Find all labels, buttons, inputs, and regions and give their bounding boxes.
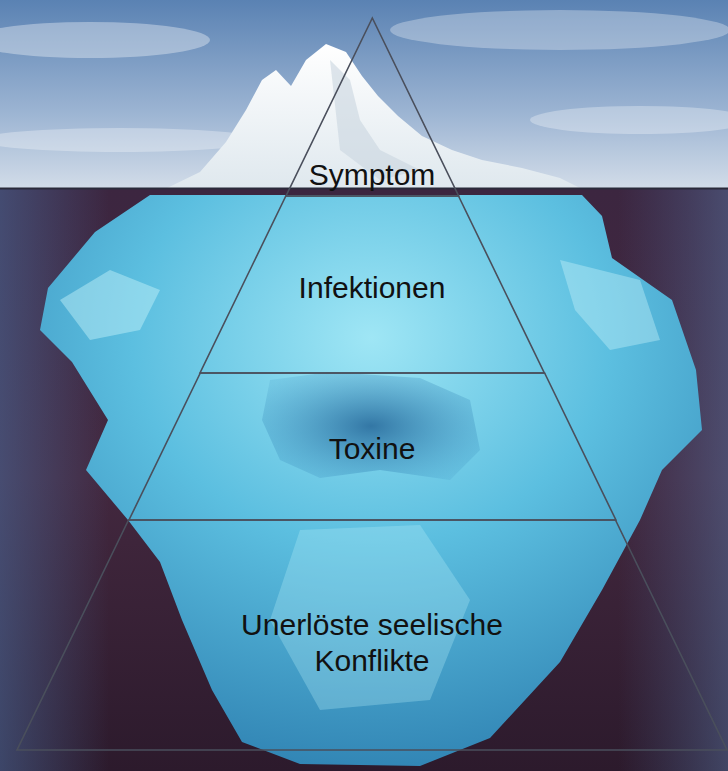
cloud — [390, 10, 728, 50]
band-outline — [17, 520, 727, 750]
band-label: Unerlöste seelische Konflikte — [222, 607, 522, 679]
band-label: Toxine — [329, 431, 416, 467]
water-light — [0, 188, 728, 771]
pyramid-band: Unerlöste seelische Konflikte — [17, 520, 727, 750]
pyramid-band: Infektionen — [200, 196, 544, 373]
band-outline — [286, 18, 459, 196]
water — [0, 188, 728, 771]
band-label: Infektionen — [299, 270, 446, 306]
pyramid-band: Symptom — [286, 18, 459, 196]
cloud — [0, 22, 210, 58]
pyramid-band: Toxine — [129, 373, 616, 520]
ice-highlight — [60, 270, 160, 340]
band-label: Symptom — [309, 157, 436, 193]
band-outline — [129, 373, 616, 520]
ice-highlight — [560, 260, 660, 350]
ice-shadow — [262, 372, 480, 480]
iceberg-underwater — [40, 195, 702, 766]
cloud — [530, 106, 728, 134]
band-outline — [200, 196, 544, 373]
